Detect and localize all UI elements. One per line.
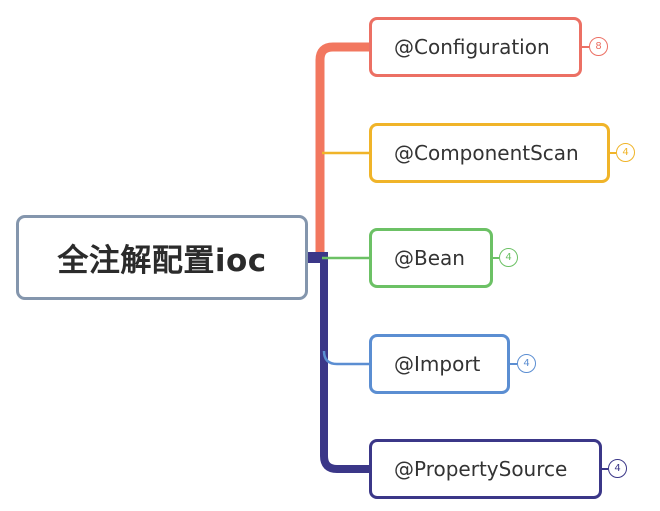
root-stub-line xyxy=(308,252,328,263)
branch-node-propertysource[interactable]: @PropertySource xyxy=(369,439,602,499)
branch-node-import[interactable]: @Import xyxy=(369,334,510,394)
child-count-badge[interactable]: 4 xyxy=(499,248,518,267)
root-title: 全注解配置ioc xyxy=(57,243,267,279)
branch-label: @Bean xyxy=(394,246,465,270)
branch-node-componentscan[interactable]: @ComponentScan xyxy=(369,123,610,183)
branch-label: @Configuration xyxy=(394,35,550,59)
child-count-badge[interactable]: 4 xyxy=(517,354,536,373)
branch-line-import xyxy=(322,350,369,366)
branch-label: @Import xyxy=(394,352,481,376)
child-count-badge[interactable]: 4 xyxy=(608,459,627,478)
branch-label: @ComponentScan xyxy=(394,141,579,165)
child-count-badge[interactable]: 8 xyxy=(589,37,608,56)
child-count-badge[interactable]: 4 xyxy=(616,143,635,162)
trunk-upper-line xyxy=(315,42,369,258)
branch-label: @PropertySource xyxy=(394,457,568,481)
root-node[interactable]: 全注解配置ioc xyxy=(16,215,308,300)
branch-node-configuration[interactable]: @Configuration xyxy=(369,17,582,77)
branch-node-bean[interactable]: @Bean xyxy=(369,228,493,288)
trunk-lower-line xyxy=(320,257,369,473)
